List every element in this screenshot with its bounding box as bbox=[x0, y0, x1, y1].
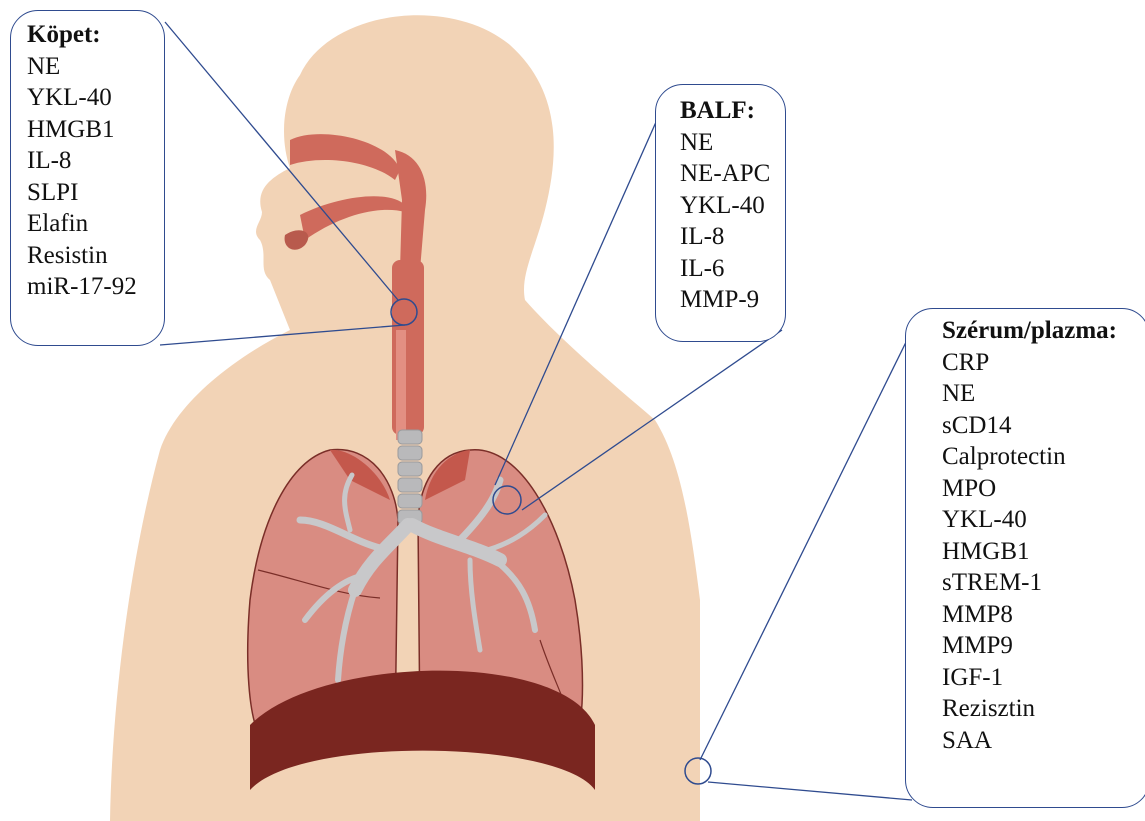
biomarker-item: YKL-40 bbox=[680, 190, 785, 222]
biomarker-item: sCD14 bbox=[942, 410, 1145, 442]
biomarker-item: MMP-9 bbox=[680, 284, 785, 316]
biomarker-item: NE bbox=[680, 127, 785, 159]
biomarker-item: Rezisztin bbox=[942, 693, 1145, 725]
balf-biomarker-list: NE NE-APC YKL-40 IL-8 IL-6 MMP-9 bbox=[680, 127, 785, 316]
sputum-callout-title: Köpet: bbox=[27, 19, 164, 51]
biomarker-item: YKL-40 bbox=[27, 82, 164, 114]
biomarker-item: NE bbox=[942, 378, 1145, 410]
biomarker-item: HMGB1 bbox=[27, 114, 164, 146]
balf-callout-title: BALF: bbox=[680, 95, 785, 127]
biomarker-item: MMP8 bbox=[942, 599, 1145, 631]
biomarker-item: sTREM-1 bbox=[942, 567, 1145, 599]
biomarker-item: IL-8 bbox=[680, 221, 785, 253]
sputum-biomarker-list: NE YKL-40 HMGB1 IL-8 SLPI Elafin Resisti… bbox=[27, 51, 164, 303]
biomarker-item: MMP9 bbox=[942, 630, 1145, 662]
balf-biomarker-callout: BALF: NE NE-APC YKL-40 IL-8 IL-6 MMP-9 bbox=[655, 84, 786, 342]
serum-callout-title: Szérum/plazma: bbox=[942, 315, 1145, 347]
biomarker-item: miR-17-92 bbox=[27, 271, 164, 303]
leader-serum-top bbox=[700, 330, 912, 760]
sputum-biomarker-callout: Köpet: NE YKL-40 HMGB1 IL-8 SLPI Elafin … bbox=[10, 10, 165, 346]
biomarker-item: IL-8 bbox=[27, 145, 164, 177]
serum-plasma-biomarker-callout: Szérum/plazma: CRP NE sCD14 Calprotectin… bbox=[905, 308, 1145, 808]
serum-biomarker-list: CRP NE sCD14 Calprotectin MPO YKL-40 HMG… bbox=[942, 347, 1145, 757]
biomarker-item: SLPI bbox=[27, 177, 164, 209]
esophagus-highlight bbox=[396, 330, 406, 440]
biomarker-item: NE-APC bbox=[680, 158, 785, 190]
biomarker-item: IL-6 bbox=[680, 253, 785, 285]
biomarker-item: NE bbox=[27, 51, 164, 83]
biomarker-item: SAA bbox=[942, 725, 1145, 757]
biomarker-item: HMGB1 bbox=[942, 536, 1145, 568]
biomarker-item: Resistin bbox=[27, 240, 164, 272]
leader-serum-bottom bbox=[708, 782, 912, 800]
biomarker-item: MPO bbox=[942, 473, 1145, 505]
biomarker-item: IGF-1 bbox=[942, 662, 1145, 694]
biomarker-item: Calprotectin bbox=[942, 441, 1145, 473]
biomarker-item: CRP bbox=[942, 347, 1145, 379]
biomarker-item: Elafin bbox=[27, 208, 164, 240]
biomarker-item: YKL-40 bbox=[942, 504, 1145, 536]
